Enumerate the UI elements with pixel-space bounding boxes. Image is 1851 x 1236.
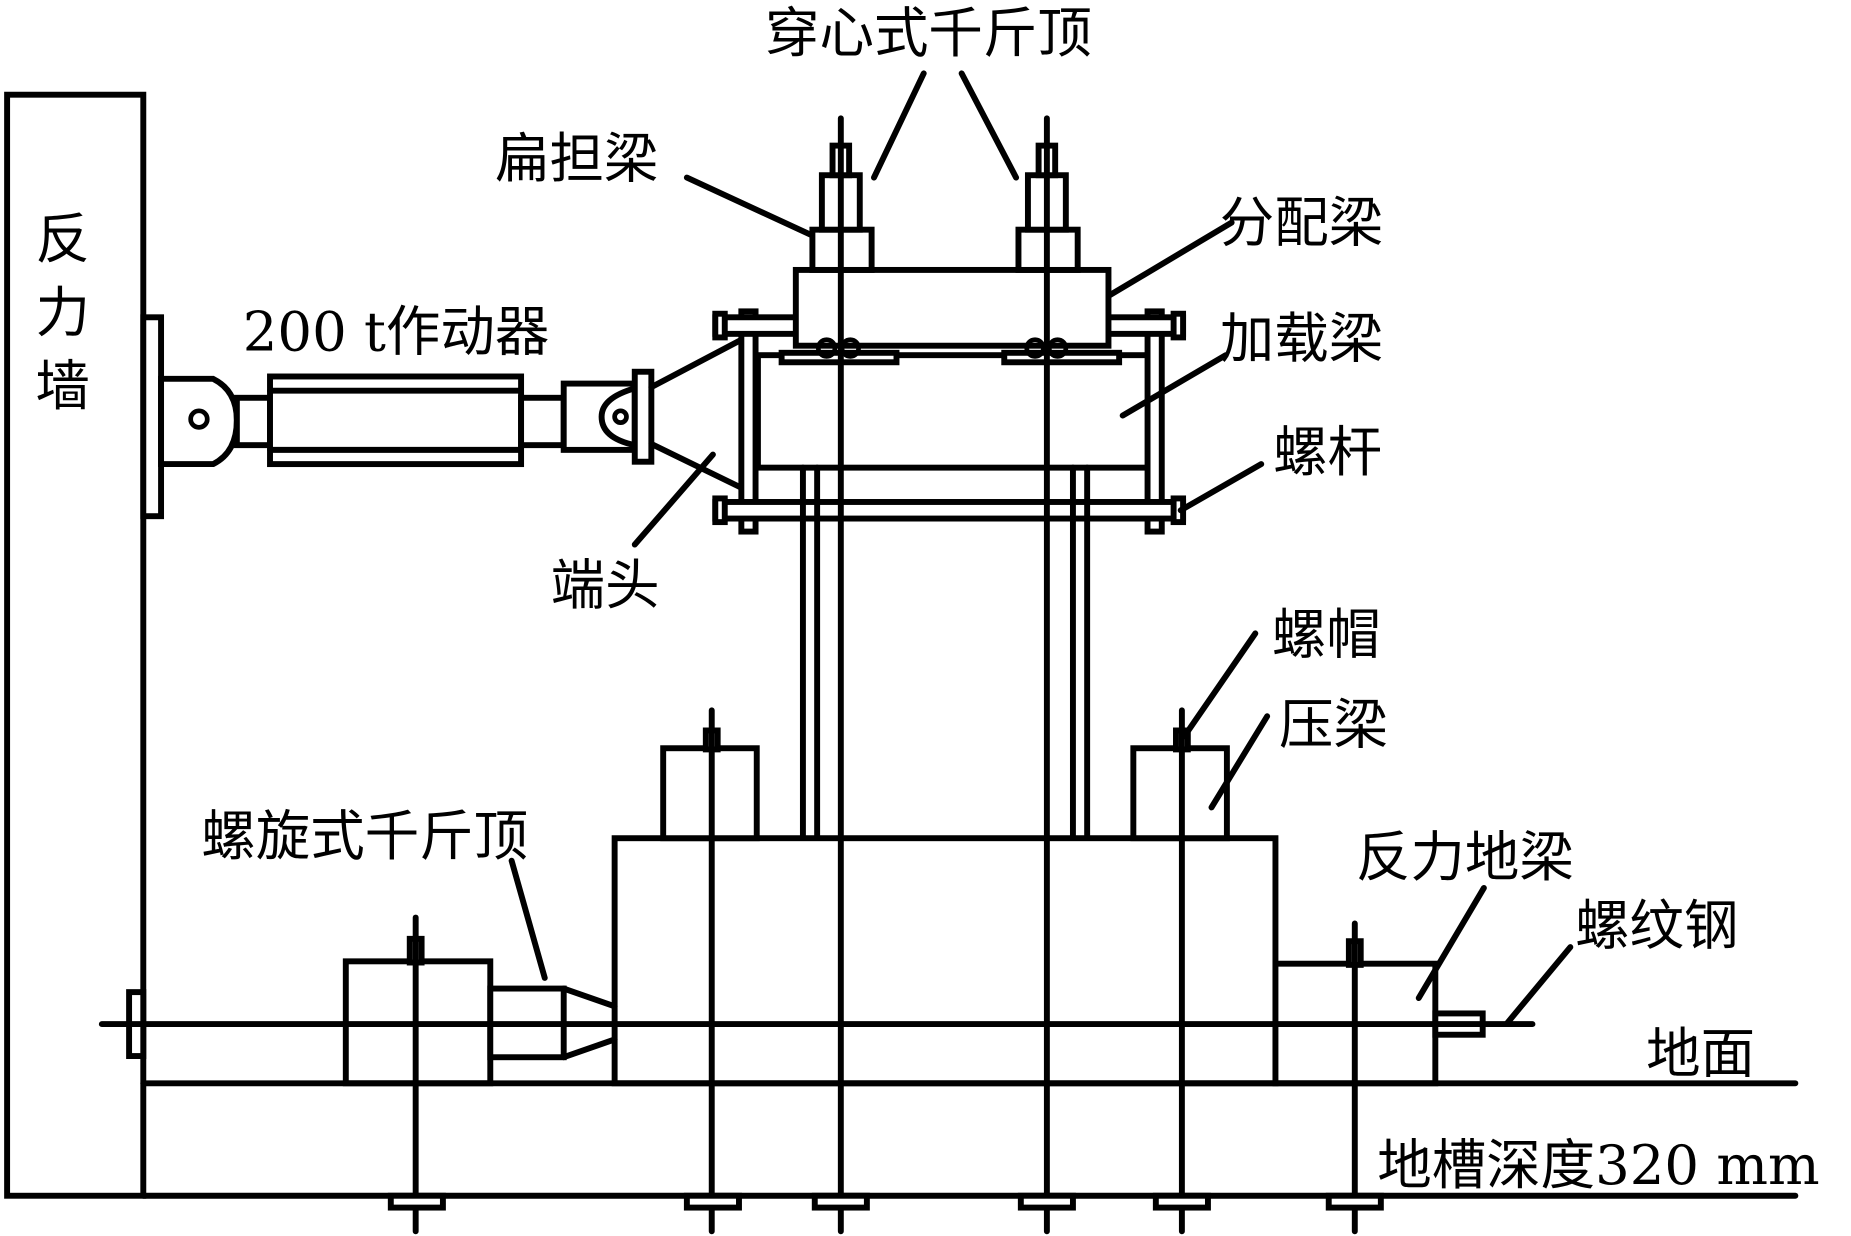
actuator-rod-right <box>518 394 567 449</box>
roller <box>1024 337 1046 359</box>
loading-beam-right-plate <box>1144 308 1165 535</box>
loading-beam-body <box>754 352 1164 471</box>
pressure-beam-label: 压梁 <box>1279 693 1388 757</box>
end-plate <box>631 368 655 465</box>
reaction-wall-label-1: 反 <box>36 207 90 271</box>
reaction-ground-beam-label: 反力地梁 <box>1356 825 1574 889</box>
actuator-clevis <box>158 375 240 468</box>
reaction-wall-label-2: 力 <box>36 281 90 345</box>
rebar-label: 螺纹钢 <box>1575 894 1738 958</box>
loading-beam <box>738 308 1165 535</box>
screw-jack <box>342 935 618 1087</box>
reaction-wall-label-3: 墙 <box>36 354 90 418</box>
actuator <box>158 336 745 491</box>
leader-lines <box>508 70 1574 1028</box>
labels: 穿心式千斤顶 扁担梁 分配梁 200 t作动器 加载梁 螺杆 端头 螺帽 压梁 … <box>201 1 1819 1197</box>
reaction-wall: 反 力 墙 <box>4 91 165 1199</box>
loading-beam-label: 加载梁 <box>1220 307 1383 371</box>
column-specimen <box>799 464 1091 842</box>
roller <box>815 337 838 359</box>
hollow-jack-label: 穿心式千斤顶 <box>765 1 1092 65</box>
ground-label: 地面 <box>1646 1022 1755 1086</box>
reaction-ground-beam <box>1272 938 1486 1087</box>
screw-rod-label: 螺杆 <box>1273 420 1382 484</box>
actuator-label: 200 t作动器 <box>243 299 550 363</box>
trench-depth-label: 地槽深度320 mm <box>1377 1133 1819 1197</box>
anchor-rods <box>387 115 1384 1235</box>
clevis-pin <box>188 408 210 430</box>
actuator-rod-left <box>233 394 273 449</box>
end-head-bottom-edge <box>648 441 745 491</box>
distribution-beam-label: 分配梁 <box>1220 191 1383 255</box>
screw-rod-bottom <box>712 499 1187 522</box>
loading-beam-left-plate <box>738 308 759 535</box>
screw-jack-label: 螺旋式千斤顶 <box>201 804 528 868</box>
distribution-beam <box>778 266 1123 366</box>
distribution-beam-body <box>792 266 1112 349</box>
nut-label: 螺帽 <box>1272 603 1381 667</box>
foundation-block <box>611 835 1279 1087</box>
end-head-top-edge <box>648 336 745 391</box>
carrying-beam-label: 扁担梁 <box>495 127 658 191</box>
end-head-label: 端头 <box>551 553 660 617</box>
